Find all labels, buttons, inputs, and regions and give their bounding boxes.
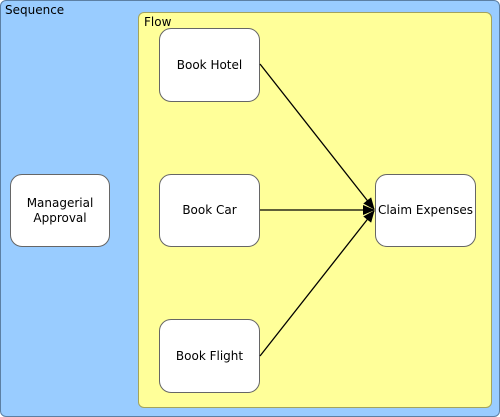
claim-expenses-node[interactable]: Claim Expenses	[375, 174, 476, 247]
book-flight-node[interactable]: Book Flight	[159, 319, 260, 393]
managerial-approval-label-line2: Approval	[33, 210, 87, 225]
book-flight-label: Book Flight	[175, 348, 244, 363]
flow-label: Flow	[144, 15, 172, 29]
managerial-approval-label-line1: Managerial	[26, 195, 94, 210]
book-hotel-label: Book Hotel	[176, 57, 243, 72]
book-car-label: Book Car	[182, 203, 237, 217]
book-car-node[interactable]: Book Car	[159, 174, 260, 247]
claim-expenses-label: Claim Expenses	[377, 203, 474, 217]
managerial-approval-node[interactable]: Managerial Approval	[10, 174, 110, 247]
sequence-label: Sequence	[5, 3, 65, 17]
book-hotel-node[interactable]: Book Hotel	[159, 28, 260, 102]
